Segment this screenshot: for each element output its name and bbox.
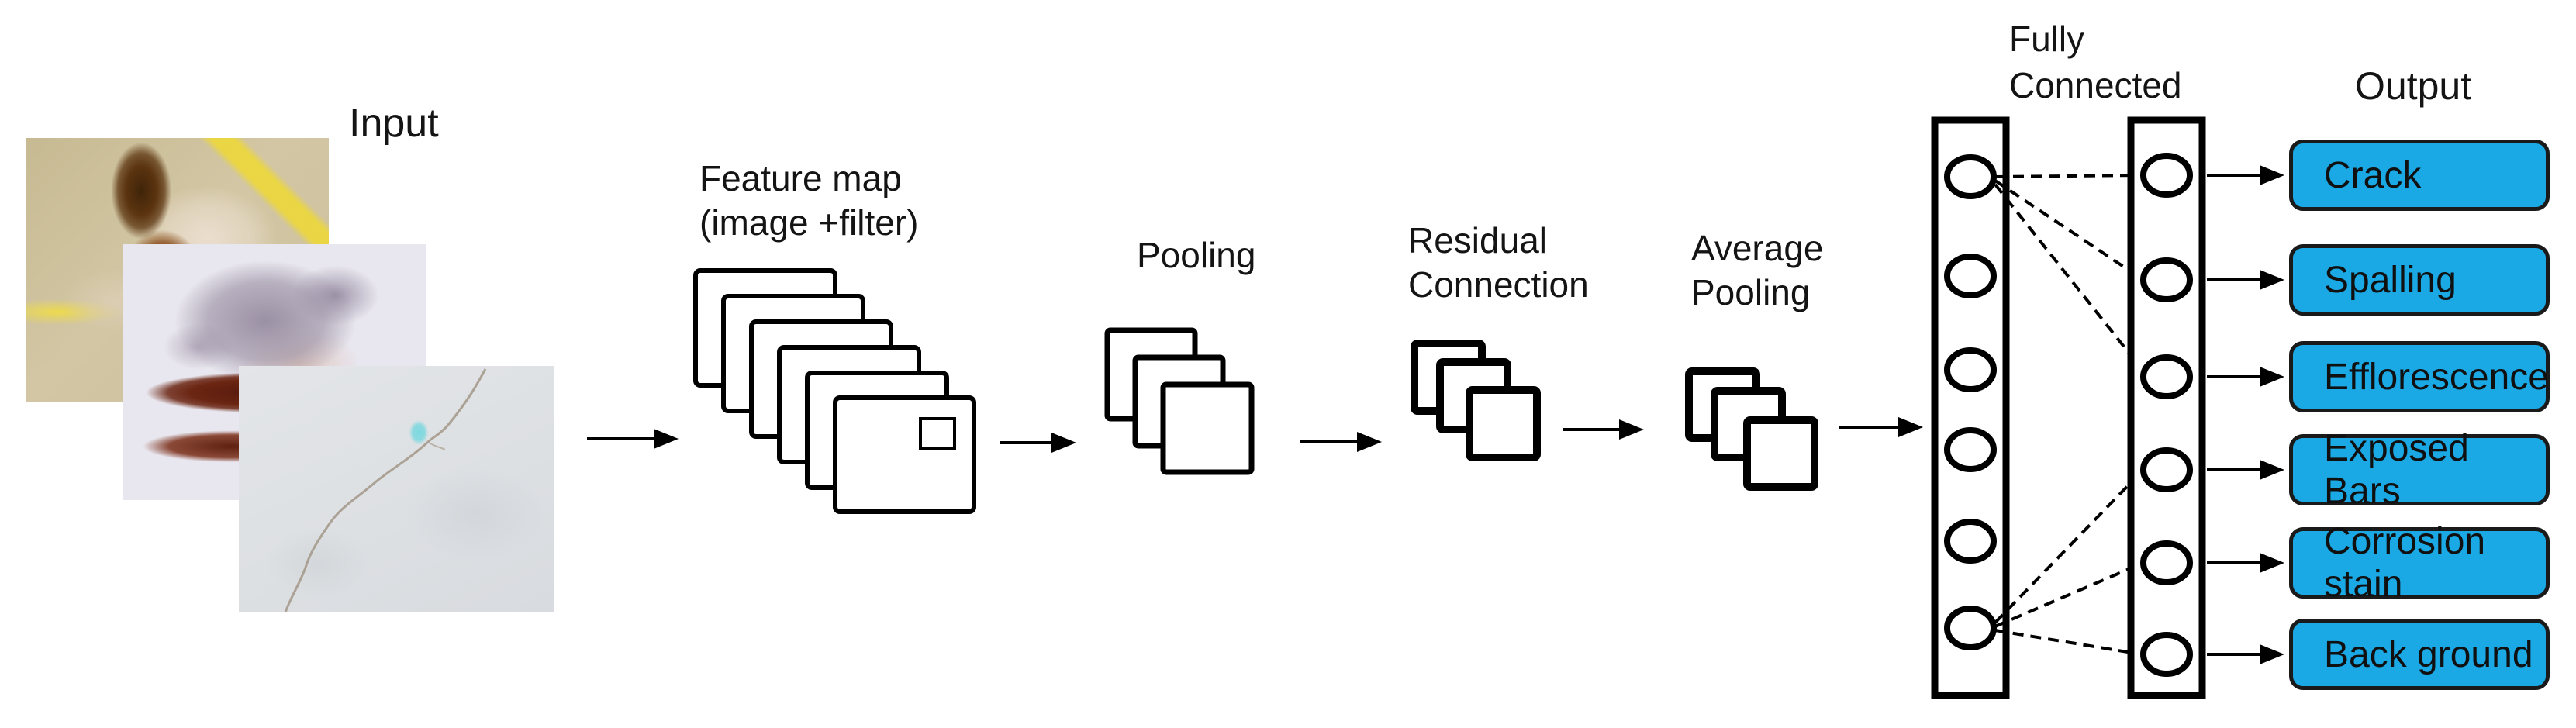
fully-label-line1: Fully — [2009, 19, 2085, 59]
residual-label-line2: Connection — [1408, 264, 1589, 305]
output-box-label: Exposed Bars — [2324, 428, 2469, 512]
average-label-line2: Pooling — [1691, 272, 1811, 312]
average-label-line1: Average — [1691, 228, 1824, 268]
output-box-exposed-bars: Exposed Bars — [2289, 428, 2550, 512]
output-box-spalling: Spalling — [2289, 244, 2550, 316]
feature-map-stack-icon — [693, 268, 976, 514]
pooling-stack-icon — [1104, 327, 1255, 475]
output-box-label: Corrosion stain — [2324, 521, 2486, 605]
pooling-label: Pooling — [1137, 235, 1256, 275]
fc-layer1 — [1931, 116, 2010, 699]
average-pooling-stack-icon — [1685, 367, 1818, 491]
neuron-node-icon — [2140, 153, 2193, 677]
output-box-label: Back ground — [2324, 633, 2533, 675]
output-box-label: Efflorescence — [2324, 356, 2549, 398]
feature-map-label-line1: Feature map — [699, 158, 902, 198]
output-label: Output — [2355, 64, 2472, 108]
fc-dashed-connections — [1994, 174, 2150, 656]
residual-label-line1: Residual — [1408, 220, 1547, 260]
output-box-label: Crack — [2324, 154, 2422, 196]
neuron-node-icon — [1944, 154, 1997, 650]
right-arrow-icon-fc-to-output — [2207, 165, 2284, 664]
fully-label-line2: Connected — [2009, 65, 2182, 105]
feature-map-label-line2: (image +filter) — [699, 202, 919, 243]
output-box-corrosion-stain: Corrosion stain — [2289, 521, 2550, 605]
crack-line-icon — [284, 368, 487, 612]
fc-layer2 — [2127, 116, 2206, 699]
output-box-label: Spalling — [2324, 259, 2457, 301]
input-label: Input — [349, 101, 439, 146]
filter-kernel-icon — [919, 417, 956, 450]
input-photo-crack — [239, 366, 554, 612]
output-box-crack: Crack — [2289, 140, 2550, 211]
output-box-efflorescence: Efflorescence — [2289, 341, 2550, 412]
output-box-back-ground: Back ground — [2289, 619, 2550, 690]
residual-stack-icon — [1411, 340, 1541, 461]
feature-map-label: Feature map(image +filter) — [699, 157, 918, 245]
